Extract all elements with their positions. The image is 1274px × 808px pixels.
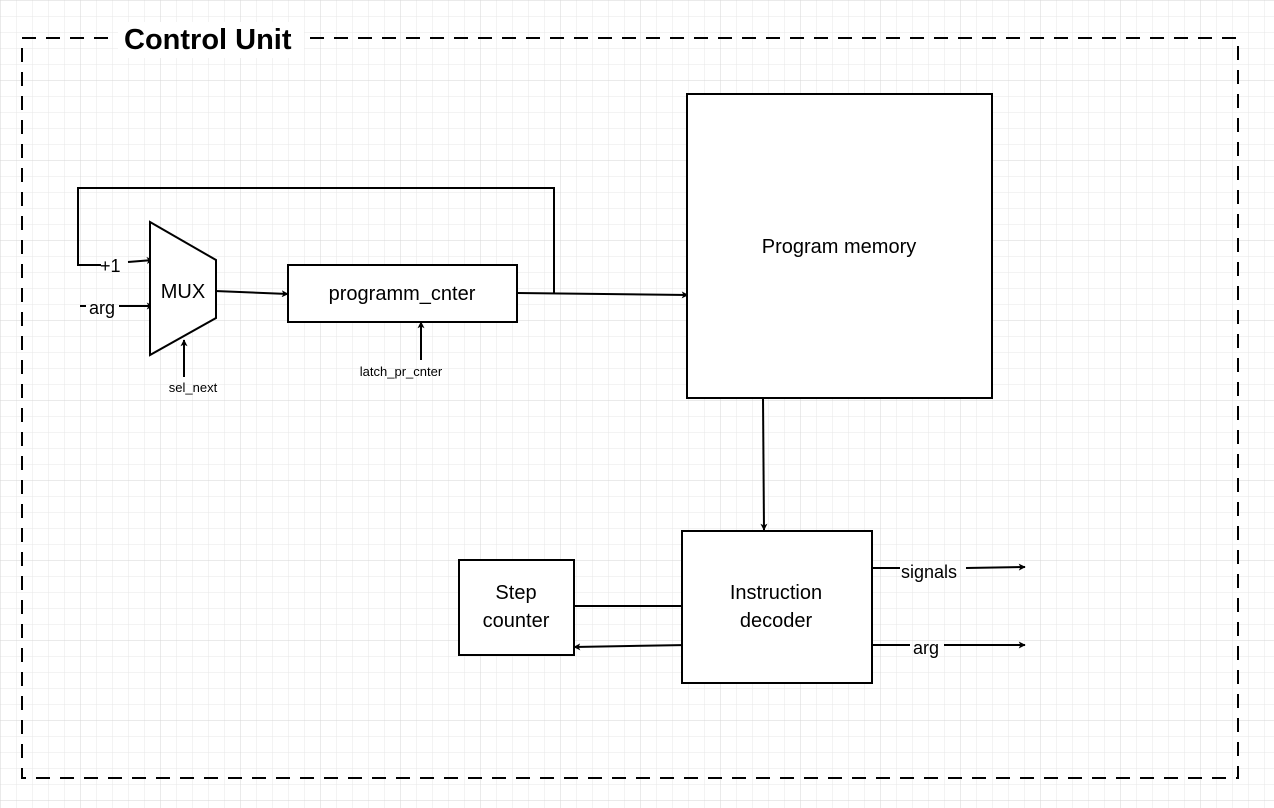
instruction-decoder-label-line2: decoder (740, 610, 813, 632)
program-counter-block[interactable] (287, 264, 518, 323)
memory-to-decoder-arrow (760, 397, 768, 531)
decoder-signals-label: signals (901, 562, 957, 582)
mux-select-label: sel_next (169, 380, 218, 395)
control-unit-boundary[interactable] (21, 37, 1239, 779)
mux-block[interactable] (149, 220, 217, 357)
mux-to-pc-arrow (214, 290, 289, 298)
feedback-wire (77, 187, 555, 294)
mux-label: MUX (161, 281, 205, 303)
program-counter-label: programm_cnter (329, 283, 476, 305)
program-memory-label: Program memory (762, 236, 916, 258)
pc-to-memory-arrow (516, 291, 689, 299)
decoder-to-step-arrow (573, 643, 689, 651)
decoder-arg-label: arg (913, 638, 939, 658)
instruction-decoder-label-line1: Instruction (730, 582, 822, 604)
pc-latch-label: latch_pr_cnter (360, 364, 443, 379)
plus-one-arrow (127, 257, 154, 264)
step-counter-block[interactable] (458, 559, 575, 656)
mux-input-plus-one-label: +1 (100, 256, 121, 276)
signals-out-arrow (965, 563, 1026, 571)
title-backdrop (118, 22, 304, 58)
instruction-decoder-block[interactable] (681, 530, 873, 684)
program-memory-block[interactable] (686, 93, 993, 399)
mux-input-arg-label: arg (89, 298, 115, 318)
step-counter-label-line1: Step (495, 582, 536, 604)
diagram-title: Control Unit (124, 24, 292, 56)
step-counter-label-line2: counter (483, 610, 550, 632)
